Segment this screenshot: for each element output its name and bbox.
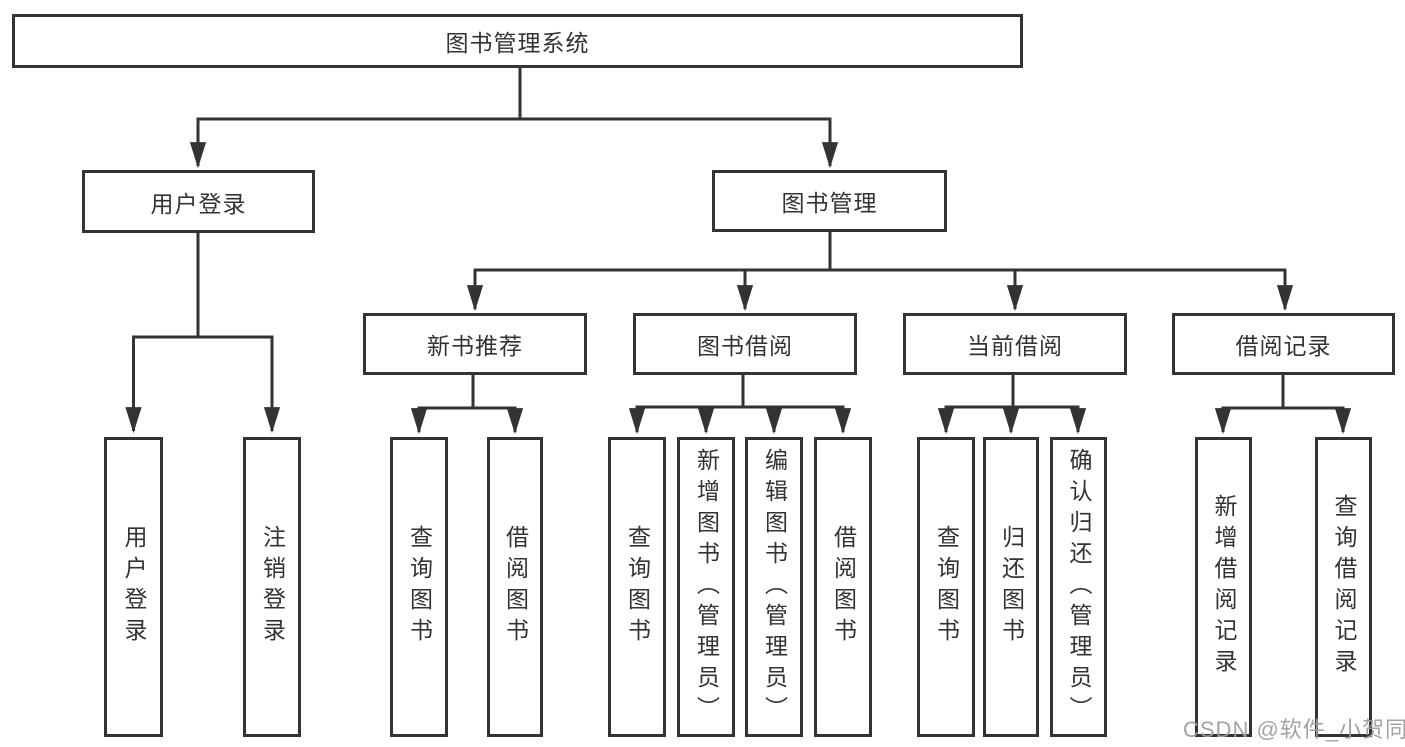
leaf-nb-query-books: 查询图书 xyxy=(390,437,448,737)
leaf-bb-edit-books-admin: 编辑图书（管理员） xyxy=(745,437,803,737)
leaf-cb-query-books: 查询图书 xyxy=(917,437,975,737)
node-new-book-recommend: 新书推荐 xyxy=(363,313,587,375)
leaf-bb-add-books-admin: 新增图书（管理员） xyxy=(677,437,735,737)
node-book-borrow: 图书借阅 xyxy=(633,313,857,375)
leaf-br-query-record: 查询借阅记录 xyxy=(1315,437,1372,737)
leaf-cb-return-books: 归还图书 xyxy=(983,437,1039,737)
leaf-bb-query-books: 查询图书 xyxy=(608,437,666,737)
csdn-watermark: CSDN @软件_小贺同学 xyxy=(1183,717,1405,742)
leaf-user-login: 用户登录 xyxy=(104,437,163,737)
leaf-logout-login: 注销登录 xyxy=(243,437,301,737)
leaf-br-add-record: 新增借阅记录 xyxy=(1195,437,1252,737)
leaf-cb-confirm-return-admin: 确认归还（管理员） xyxy=(1050,437,1107,737)
node-book-management: 图书管理 xyxy=(712,170,947,232)
node-user-login: 用户登录 xyxy=(82,170,315,233)
node-root-system: 图书管理系统 xyxy=(12,14,1023,68)
leaf-bb-borrow-books: 借阅图书 xyxy=(814,437,872,737)
node-current-borrow: 当前借阅 xyxy=(903,313,1127,375)
node-borrow-records: 借阅记录 xyxy=(1172,313,1395,375)
leaf-nb-borrow-books: 借阅图书 xyxy=(487,437,543,737)
